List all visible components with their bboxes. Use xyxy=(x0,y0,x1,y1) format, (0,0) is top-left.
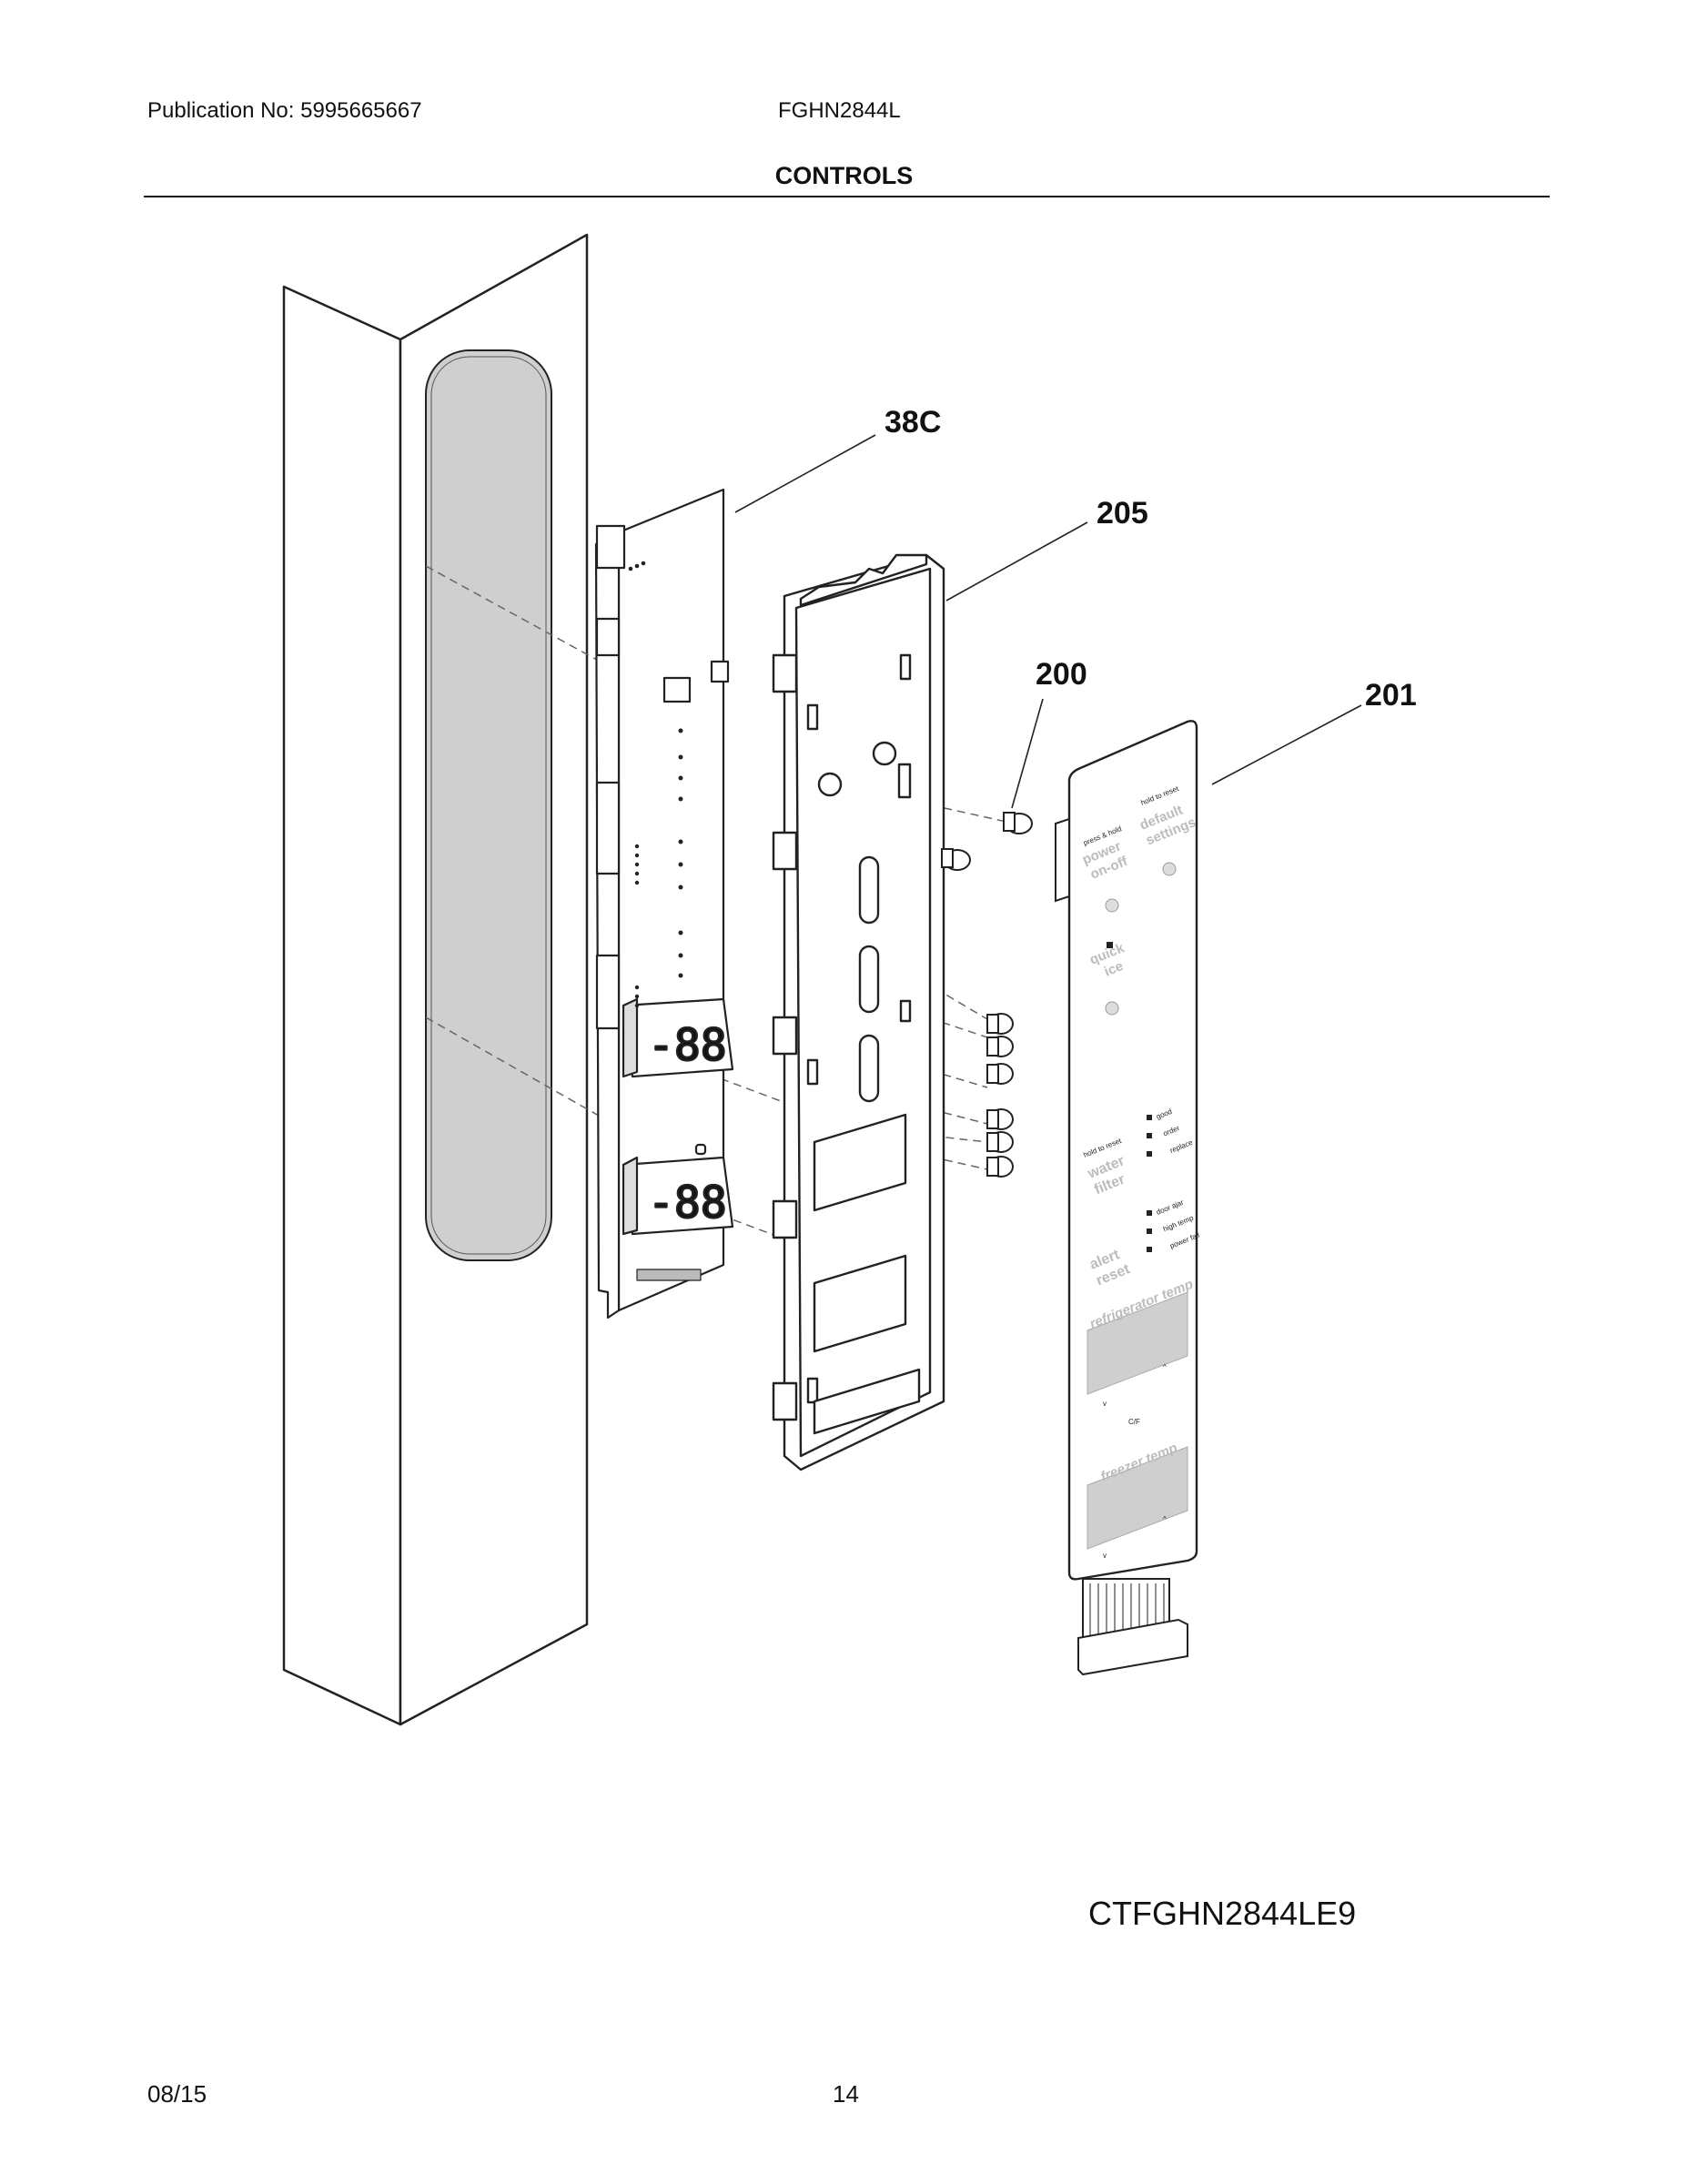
footer-page-number: 14 xyxy=(833,2080,859,2108)
diagram-code: CTFGHN2844LE9 xyxy=(1088,1895,1357,1932)
callout-200: 200 xyxy=(1036,657,1087,692)
freezer-up-arrow-icon: ^ xyxy=(1163,1515,1167,1523)
callout-201: 201 xyxy=(1365,678,1417,713)
control-housing-205 xyxy=(772,553,945,1471)
button-screws-200 xyxy=(941,812,1033,1178)
publication-number: Publication No: 5995665667 xyxy=(147,98,422,123)
fridge-down-arrow-icon: v xyxy=(1103,1400,1107,1408)
door-column xyxy=(282,233,589,1726)
callout-205: 205 xyxy=(1097,496,1148,531)
board-component-dots xyxy=(628,561,683,1008)
fridge-up-arrow-icon: ^ xyxy=(1163,1363,1167,1371)
display-digits-upper: -88 xyxy=(648,1020,727,1071)
keypad-overlay-201: press & hold power on-off hold to reset … xyxy=(1055,720,1201,1676)
ice-label: ice xyxy=(1102,958,1126,980)
footer-date: 08/15 xyxy=(147,2080,207,2108)
callout-38c: 38C xyxy=(884,405,941,440)
cf-label: C/F xyxy=(1128,1418,1140,1426)
freezer-down-arrow-icon: v xyxy=(1103,1552,1107,1560)
header-divider xyxy=(144,196,1550,197)
control-board-38c: -88 -88 xyxy=(594,488,734,1320)
leader-lines xyxy=(734,434,1362,809)
section-title: CONTROLS xyxy=(774,162,914,189)
display-digits-lower: -88 xyxy=(648,1178,727,1228)
model-number: FGHN2844L xyxy=(778,98,901,123)
